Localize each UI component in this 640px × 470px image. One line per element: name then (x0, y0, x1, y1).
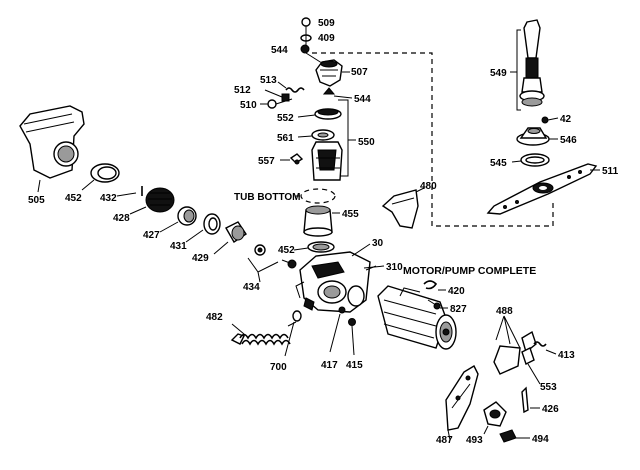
label-426: 426 (542, 404, 559, 415)
part-552-gear[interactable] (314, 108, 342, 120)
label-546: 546 (560, 135, 577, 146)
part-431-gasket[interactable] (203, 213, 221, 235)
dashed-connector-line (312, 52, 554, 227)
part-426-strap[interactable] (521, 386, 529, 414)
part-505-sump-inlet[interactable] (19, 105, 85, 179)
label-550: 550 (358, 137, 375, 148)
label-429: 429 (192, 253, 209, 264)
part-428-filter[interactable] (145, 187, 175, 213)
part-557-clip[interactable] (289, 153, 304, 165)
label-544-top: 544 (271, 45, 288, 56)
label-488: 488 (496, 306, 513, 317)
part-700-o-ring[interactable] (292, 310, 302, 322)
label-417: 417 (321, 360, 338, 371)
label-431: 431 (170, 241, 187, 252)
label-420: 420 (448, 286, 465, 297)
part-509-screw[interactable] (301, 17, 311, 31)
label-455: 455 (342, 209, 359, 220)
part-488-bracket[interactable] (493, 330, 537, 375)
part-420-wire[interactable] (423, 280, 438, 290)
label-494: 494 (532, 434, 549, 445)
part-553-clip[interactable] (521, 347, 535, 365)
label-tub-bottom: TUB BOTTOM (234, 192, 300, 203)
part-549-spray-tube[interactable] (519, 19, 545, 107)
label-452-upper: 452 (278, 245, 295, 256)
part-511-wash-arm[interactable] (486, 163, 598, 215)
label-409: 409 (318, 33, 335, 44)
part-482-drive-shaft[interactable] (230, 321, 297, 346)
part-427-ring[interactable] (177, 206, 197, 226)
label-427: 427 (143, 230, 160, 241)
part-434-screw[interactable] (281, 259, 297, 269)
part-545-ring[interactable] (520, 153, 550, 167)
label-700: 700 (270, 362, 287, 373)
label-512: 512 (234, 85, 251, 96)
part-493-clamp[interactable] (483, 401, 507, 427)
bracket-434 (247, 257, 279, 283)
part-550-housing[interactable] (311, 141, 343, 181)
part-494-pad[interactable] (499, 429, 517, 443)
part-455-seal[interactable] (303, 205, 333, 237)
part-42-screw[interactable] (541, 116, 559, 124)
part-507-cap[interactable] (315, 59, 343, 87)
label-480: 480 (420, 181, 437, 192)
label-545: 545 (490, 158, 507, 169)
label-509: 509 (318, 18, 335, 29)
label-505: 505 (28, 195, 45, 206)
label-552: 552 (277, 113, 294, 124)
label-motor-pump-complete: MOTOR/PUMP COMPLETE (403, 265, 536, 277)
part-452-clamp-upper[interactable] (307, 241, 335, 253)
label-30: 30 (372, 238, 384, 249)
bracket-549 (510, 29, 521, 111)
part-827-clip[interactable] (427, 299, 441, 310)
label-482: 482 (206, 312, 223, 323)
part-513-spring[interactable] (285, 87, 305, 93)
label-510: 510 (240, 100, 257, 111)
part-434-seal[interactable] (254, 244, 266, 256)
label-493: 493 (466, 435, 483, 446)
part-413-spring[interactable] (533, 341, 547, 347)
part-429-bushing[interactable] (225, 221, 247, 243)
part-544-nut-top[interactable] (300, 44, 310, 54)
label-415: 415 (346, 360, 363, 371)
part-415-nut[interactable] (348, 318, 356, 326)
label-432: 432 (100, 193, 117, 204)
part-417-screw[interactable] (338, 306, 346, 314)
label-827: 827 (450, 304, 467, 315)
tub-bottom-gasket[interactable] (300, 188, 336, 204)
label-553: 553 (540, 382, 557, 393)
label-42: 42 (560, 114, 572, 125)
label-511: 511 (602, 166, 619, 177)
part-510-screw[interactable] (267, 98, 293, 109)
label-544-lower: 544 (354, 94, 371, 105)
label-557: 557 (258, 156, 275, 167)
label-452-left: 452 (65, 193, 82, 204)
label-310: 310 (386, 262, 403, 273)
label-549: 549 (490, 68, 507, 79)
label-513: 513 (260, 75, 277, 86)
bracket-550 (338, 99, 356, 177)
label-413: 413 (558, 350, 575, 361)
part-310-motor[interactable] (377, 285, 457, 350)
part-544-washer-lower[interactable] (322, 87, 336, 95)
part-480-shroud[interactable] (381, 189, 419, 229)
part-30-pump-housing[interactable] (295, 251, 377, 313)
part-561-ring[interactable] (311, 129, 335, 141)
part-452-clamp-left[interactable] (90, 163, 120, 183)
label-507: 507 (351, 67, 368, 78)
part-487-mount-bracket[interactable] (445, 365, 479, 431)
label-434: 434 (243, 282, 260, 293)
label-428: 428 (113, 213, 130, 224)
label-487: 487 (436, 435, 453, 446)
label-561: 561 (277, 133, 294, 144)
bracket-488 (495, 315, 521, 349)
part-546-hub[interactable] (516, 127, 550, 146)
